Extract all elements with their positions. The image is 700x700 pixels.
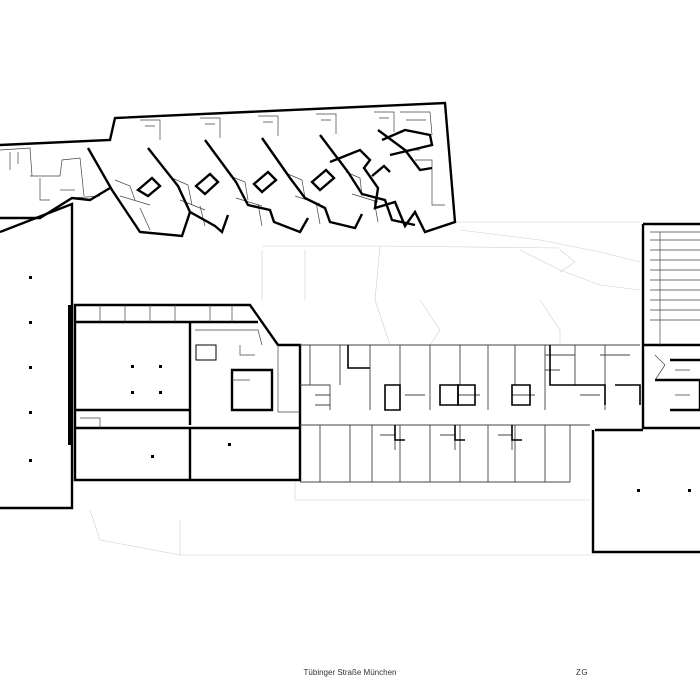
residential-wing-interior xyxy=(300,344,640,483)
left-tall-block xyxy=(0,202,74,510)
central-hall-block xyxy=(73,303,302,482)
central-hall-columns xyxy=(131,365,231,458)
left-block-columns xyxy=(29,276,32,462)
drawing-title: Tübinger Straße München xyxy=(303,668,397,677)
central-hall-interior xyxy=(80,305,300,428)
floor-level-label: ZG xyxy=(576,668,589,677)
top-building-walls xyxy=(0,101,457,238)
right-block-columns xyxy=(637,489,691,492)
top-building-interior xyxy=(0,111,445,231)
right-block-interior xyxy=(650,231,700,396)
site-ghost-lines xyxy=(89,221,641,556)
right-block-walls xyxy=(591,222,700,554)
residential-wing-walls xyxy=(347,345,641,441)
